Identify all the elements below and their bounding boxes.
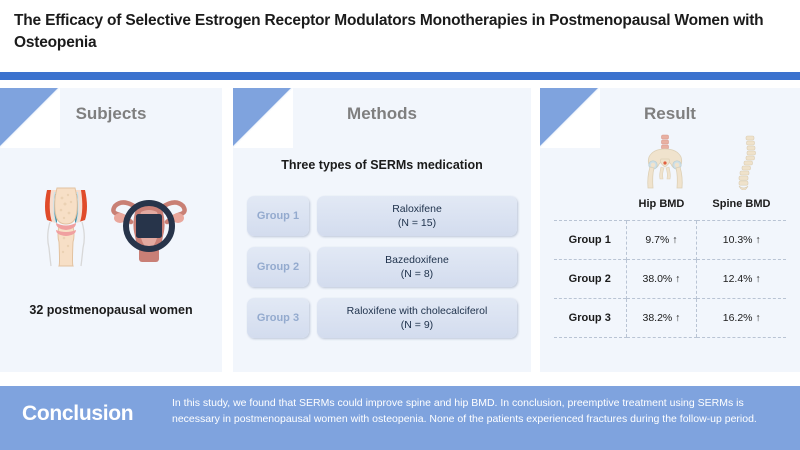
drug-n: (N = 15) — [397, 217, 437, 229]
cell-hip-bmd: 38.0% ↑ — [625, 259, 697, 299]
drug-name: Raloxifene — [392, 203, 442, 215]
methods-row: Group 2 Bazedoxifene (N = 8) — [247, 247, 517, 287]
uterus-icon — [111, 186, 187, 268]
cell-hip-bmd: 9.7% ↑ — [625, 220, 697, 260]
table-header-row: Hip BMD Spine BMD — [554, 191, 786, 221]
cell-spine-bmd: 10.3% ↑ — [696, 220, 786, 260]
panel-subjects: Subjects — [0, 88, 222, 372]
drug-n: (N = 9) — [400, 319, 434, 331]
corner-notch — [540, 88, 600, 148]
panel-result: Result — [540, 88, 800, 372]
conclusion-label: Conclusion — [22, 402, 134, 425]
table-row: Group 1 9.7% ↑ 10.3% ↑ — [554, 220, 786, 260]
table-row: Group 2 38.0% ↑ 12.4% ↑ — [554, 259, 786, 299]
col-header-spine-bmd: Spine BMD — [712, 198, 771, 210]
drug-card: Bazedoxifene (N = 8) — [317, 247, 517, 287]
row-label: Group 3 — [554, 298, 626, 338]
subject-illustrations — [0, 186, 222, 268]
row-label: Group 2 — [554, 259, 626, 299]
col-header-hip-bmd: Hip BMD — [638, 198, 685, 210]
group-chip: Group 2 — [247, 247, 309, 287]
methods-subtitle: Three types of SERMs medication — [281, 158, 483, 172]
drug-n: (N = 8) — [400, 268, 434, 280]
drug-card: Raloxifene (N = 15) — [317, 196, 517, 236]
knee-joint-icon — [35, 186, 97, 268]
cell-hip-bmd: 38.2% ↑ — [625, 298, 697, 338]
result-table: Hip BMD Spine BMD Group 1 9.7% ↑ 10.3% ↑… — [554, 191, 786, 338]
title-divider — [0, 72, 800, 80]
panel-title-subjects: Subjects — [75, 104, 147, 123]
group-chip: Group 1 — [247, 196, 309, 236]
subjects-caption: 32 postmenopausal women — [29, 303, 193, 317]
cell-spine-bmd: 12.4% ↑ — [696, 259, 786, 299]
spine-icon-cell — [705, 134, 786, 190]
conclusion-bar: Conclusion In this study, we found that … — [0, 386, 800, 450]
pelvis-icon-cell — [624, 134, 705, 190]
row-label: Group 1 — [554, 220, 626, 260]
page-title: The Efficacy of Selective Estrogen Recep… — [14, 12, 764, 51]
col-header-blank — [554, 191, 626, 221]
group-chip: Group 3 — [247, 298, 309, 338]
drug-name: Bazedoxifene — [385, 254, 449, 266]
drug-name: Raloxifene with cholecalciferol — [346, 305, 488, 317]
drug-card: Raloxifene with cholecalciferol (N = 9) — [317, 298, 517, 338]
corner-notch — [233, 88, 293, 148]
cell-spine-bmd: 16.2% ↑ — [696, 298, 786, 338]
conclusion-text: In this study, we found that SERMs could… — [172, 397, 757, 425]
panel-methods: Methods Three types of SERMs medication … — [233, 88, 531, 372]
corner-notch — [0, 88, 60, 148]
spine-icon — [726, 134, 766, 190]
panel-title-methods: Methods — [347, 104, 417, 123]
methods-row: Group 1 Raloxifene (N = 15) — [247, 196, 517, 236]
table-row: Group 3 38.2% ↑ 16.2% ↑ — [554, 298, 786, 338]
pelvis-icon — [637, 134, 693, 190]
methods-group-list: Group 1 Raloxifene (N = 15) Group 2 Baze… — [247, 196, 517, 349]
panel-title-result: Result — [644, 104, 696, 123]
methods-row: Group 3 Raloxifene with cholecalciferol … — [247, 298, 517, 338]
result-illustrations — [554, 134, 786, 190]
